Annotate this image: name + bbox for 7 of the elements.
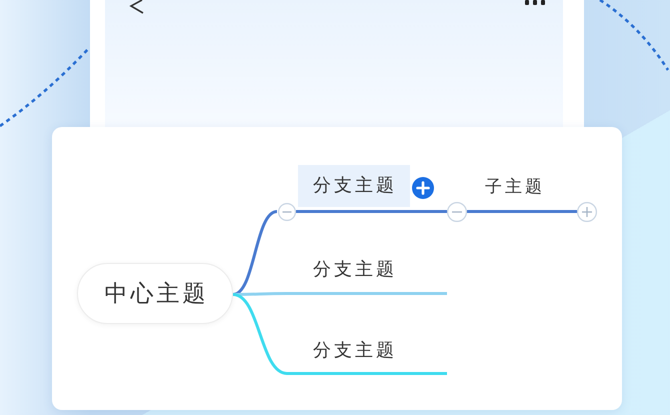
topic-text: 分支主题	[298, 165, 410, 207]
topic-text: 子主题	[485, 176, 545, 199]
branch-line	[232, 210, 278, 296]
central-topic: 中心主题	[77, 263, 233, 324]
branch-line	[233, 292, 287, 296]
branch-line	[232, 293, 288, 375]
branch-line	[467, 210, 476, 213]
